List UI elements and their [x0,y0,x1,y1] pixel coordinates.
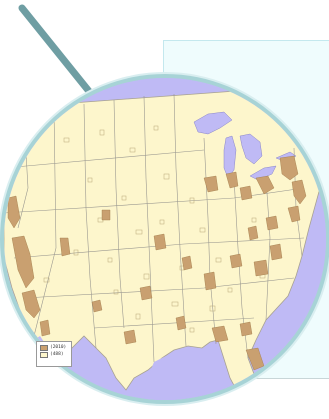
lake-huron [239,133,263,165]
legend-entry: (2010) [40,344,71,351]
legend-swatch [40,351,48,358]
legend-label: (2010) [50,345,67,350]
county-outlines [43,125,266,333]
magnifier-lens[interactable] [4,78,326,400]
magnifier-handle-icon [18,4,100,104]
legend-label: (488) [50,352,64,357]
legend-swatch [40,344,48,351]
us-metro-map [4,78,326,400]
lake-superior [193,111,233,135]
gulf-of-mexico [144,346,236,400]
map-legend: (2010) (488) [36,341,72,367]
legend-entry: (488) [40,351,71,358]
